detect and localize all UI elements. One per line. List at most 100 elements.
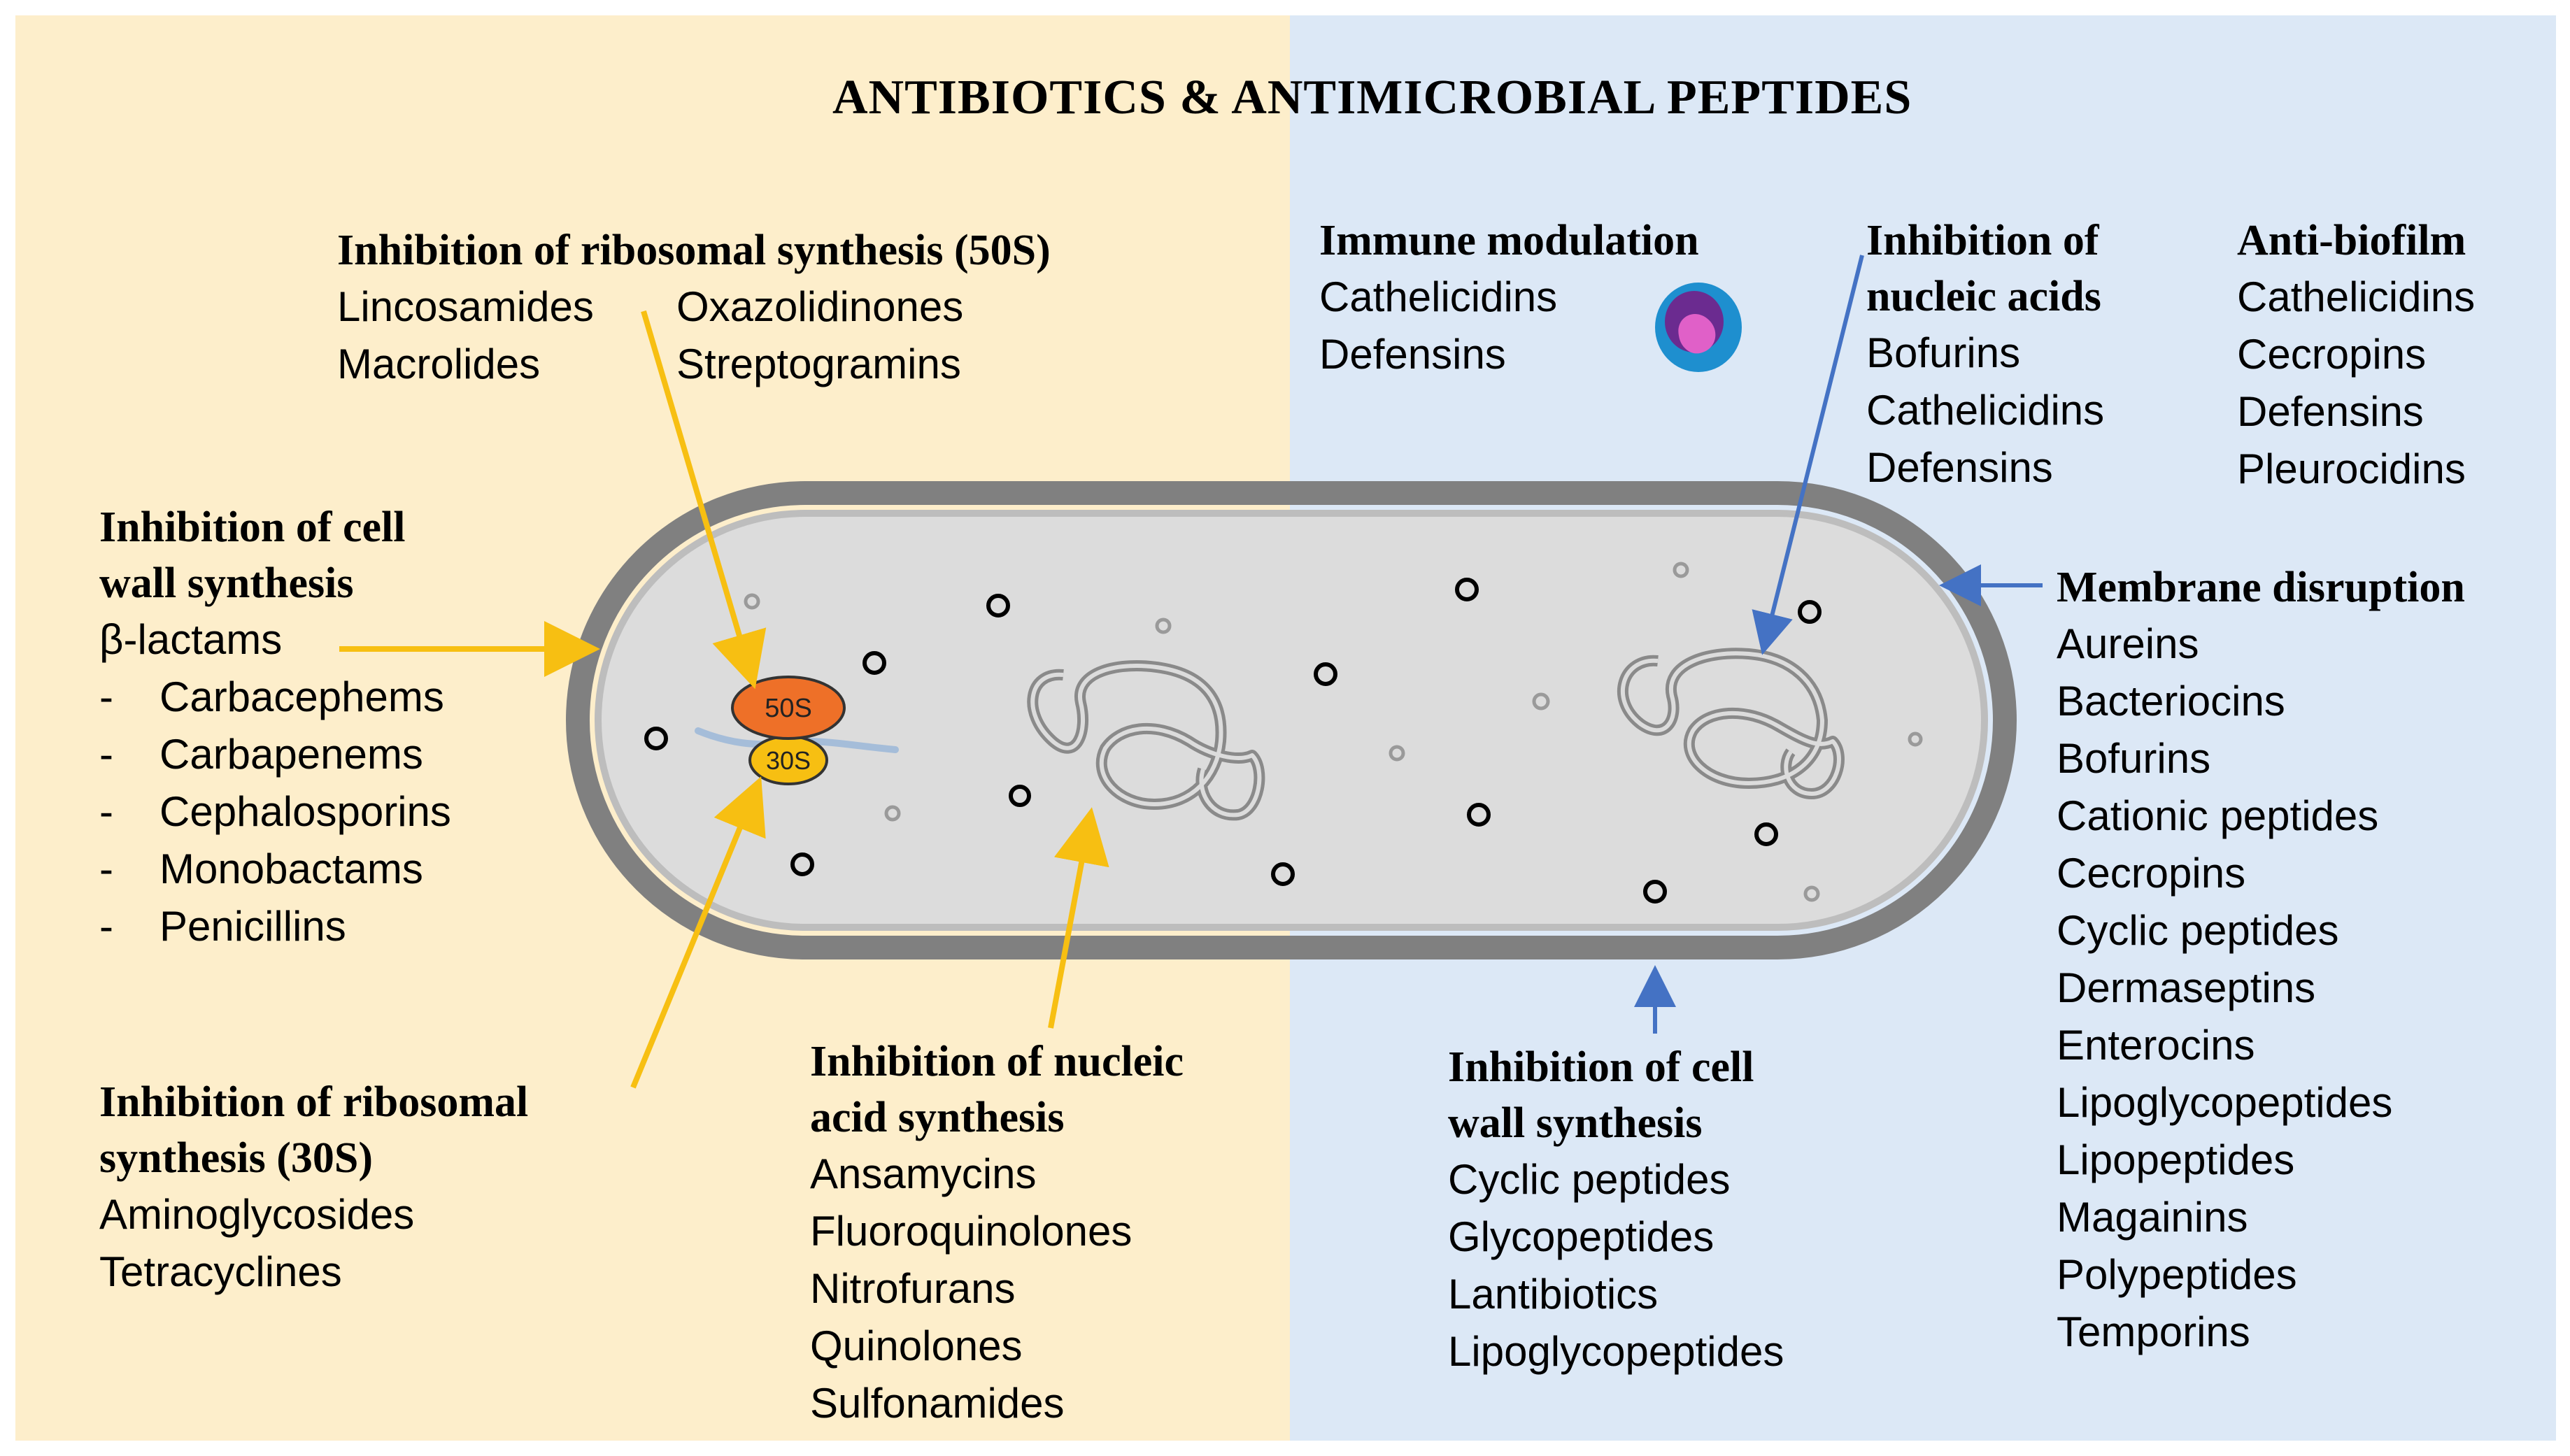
peptide-item: Dermaseptins [2057,964,2316,1011]
list-dash: - [99,845,113,892]
small-granule [1389,745,1405,762]
nucleic-acid-heading-line1: Inhibition of nucleic [810,1038,1184,1085]
peptide-item: Defensins [1866,444,2053,491]
antibiotics-nucleic-acid: Inhibition of nucleic acid synthesis Ans… [810,1034,1184,1432]
arrow-nucleic-acid-antibiotics [1048,807,1109,1029]
beta-lactam-item: -Cephalosporins [99,783,451,841]
peptide-item: Bofurins [2057,735,2211,782]
peptide-item: Pleurocidins [2237,445,2466,492]
nucleic-acids-heading-line1: Inhibition of [1866,217,2099,264]
peptide-item: Cecropins [2237,331,2427,378]
peptide-item: Aureins [2057,620,2199,667]
ribosome-30s-heading-line2: synthesis (30S) [99,1134,374,1182]
list-dash: - [99,731,113,778]
peptide-item: Glycopeptides [1448,1213,1714,1260]
peptide-item: Cathelicidins [1866,387,2105,434]
peptides-cell-wall: Inhibition of cell wall synthesis Cyclic… [1448,1039,1784,1380]
beta-lactam-item: -Carbapenems [99,726,451,783]
peptide-item: Lipopeptides [2057,1136,2295,1183]
small-granule [1155,618,1172,634]
granule [1271,862,1295,886]
peptide-item: Cathelicidins [1319,273,1558,320]
small-granule [1532,692,1550,711]
peptides-anti-biofilm: Anti-biofilm Cathelicidins Cecropins Def… [2237,213,2475,498]
beta-lactam-name: Carbacephems [159,673,444,720]
antibiotic-item: Lincosamides [337,283,594,330]
antibiotics-cell-wall: Inhibition of cell wall synthesis β-lact… [99,499,451,955]
granule [1467,803,1491,827]
ribosome-50s [731,676,846,740]
peptide-item: Defensins [2237,388,2424,435]
ribosome-30s-heading-line1: Inhibition of ribosomal [99,1078,529,1126]
peptide-item: Bofurins [1866,329,2021,376]
nucleic-acids-heading-line2: nucleic acids [1866,273,2101,320]
granule [644,727,668,750]
peptide-item: Bacteriocins [2057,678,2285,725]
peptide-item: Polypeptides [2057,1251,2297,1298]
antibiotic-arrows [339,310,1109,1089]
dna-right-inner [1621,651,1841,796]
small-granule [1803,885,1820,902]
beta-lactam-item: -Penicillins [99,898,451,955]
peptide-cell-wall-heading-line2: wall synthesis [1448,1099,1703,1147]
cell-wall-inner [595,510,1988,931]
small-granule [1908,731,1923,747]
ribosome-30s-label: 30S [766,746,811,775]
granule [1009,785,1031,807]
small-granule [1673,562,1689,578]
peptide-item: Lipoglycopeptides [2057,1079,2393,1126]
beta-lactam-item: -Carbacephems [99,669,451,726]
peptides-immune-modulation: Immune modulation Cathelicidins Defensin… [1319,213,1699,383]
granule [986,594,1010,618]
list-dash: - [99,788,113,835]
small-granules [744,562,1923,902]
anti-biofilm-heading: Anti-biofilm [2237,217,2466,264]
beta-lactam-item: -Monobactams [99,841,451,898]
beta-lactam-name: Carbapenems [159,731,423,778]
peptides-nucleic-acids: Inhibition of nucleic acids Bofurins Cat… [1866,213,2104,497]
antibiotic-item: Fluoroquinolones [810,1208,1133,1255]
ribosome-50s-heading: Inhibition of ribosomal synthesis (50S) [337,227,1051,274]
arrow-50s [641,310,767,690]
granule [1314,662,1337,686]
immune-modulation-heading: Immune modulation [1319,217,1699,264]
peptide-item: Cathelicidins [2237,273,2476,320]
dna-left-inner [1030,664,1262,818]
antibiotics-ribosome-50s: Inhibition of ribosomal synthesis (50S) … [337,222,1051,393]
granule [790,852,814,876]
granule [1798,600,1822,624]
antibiotic-item: Sulfonamides [810,1380,1065,1427]
immune-cell-nucleus [1678,314,1716,354]
peptide-item: Enterocins [2057,1022,2255,1069]
ribosome-50s-label: 50S [765,694,812,723]
antibiotic-item: Macrolides [337,341,541,387]
peptide-item: Magainins [2057,1194,2248,1241]
antibiotic-item: Aminoglycosides [99,1191,415,1238]
antibiotic-item: Oxazolidinones [676,283,964,330]
peptide-item: Cyclic peptides [2057,907,2339,954]
beta-lactam-name: Monobactams [159,845,423,892]
cell-wall-heading-line1: Inhibition of cell [99,504,406,551]
arrow-30s [630,776,766,1089]
peptide-item: Temporins [2057,1308,2250,1355]
diagram-title: ANTIBIOTICS & ANTIMICROBIAL PEPTIDES [832,71,1912,124]
small-granule [744,593,760,610]
small-granule [884,805,901,822]
antibiotics-ribosome-30s: Inhibition of ribosomal synthesis (30S) … [99,1074,528,1301]
peptide-item: Defensins [1319,331,1506,378]
beta-lactams-label: β-lactams [99,616,283,663]
peptide-cell-wall-heading-line1: Inhibition of cell [1448,1043,1754,1091]
arrow-nucleic-acids-peptides [1752,255,1864,655]
peptide-item: Lipoglycopeptides [1448,1328,1784,1375]
list-dash: - [99,673,113,720]
granule [1643,880,1667,904]
peptides-membrane-disruption: Membrane disruption Aureins Bacteriocins… [2057,559,2465,1361]
antibiotic-item: Ansamycins [810,1150,1037,1197]
antibiotic-item: Quinolones [810,1322,1023,1369]
cell-wall-outer [566,481,2017,959]
granule [1455,578,1479,601]
granules [644,578,1822,904]
antibiotic-item: Tetracyclines [99,1248,342,1295]
